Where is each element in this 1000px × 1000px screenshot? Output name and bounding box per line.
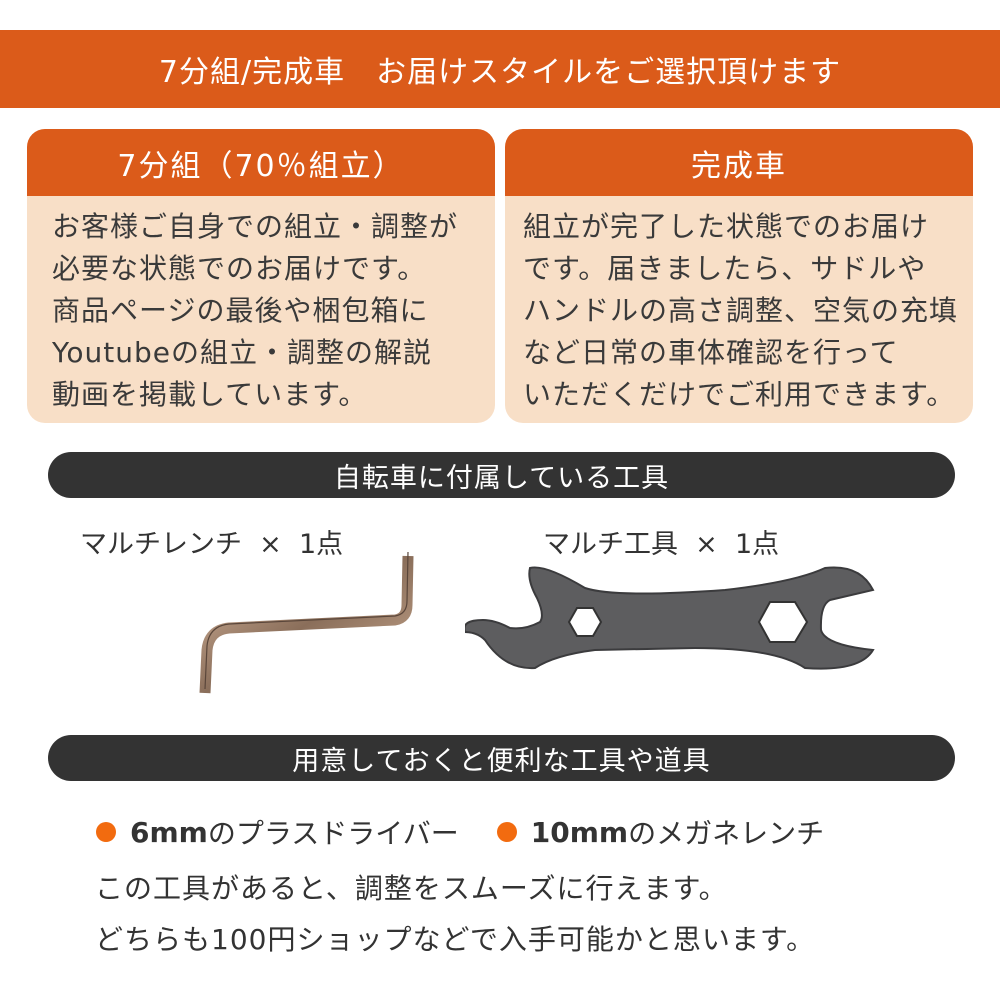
delivery-style-banner: 7分組/完成車 お届けスタイルをご選択頂けます: [0, 30, 1000, 108]
tool-size: 6mm: [130, 815, 208, 849]
card-description: 組立が完了した状態でのお届け です。届きましたら、サドルや ハンドルの高さ調整、…: [523, 210, 959, 411]
tool-size: 10mm: [530, 815, 629, 849]
card-complete-bike: 完成車 組立が完了した状態でのお届け です。届きましたら、サドルや ハンドルの高…: [505, 129, 973, 423]
recommended-tools-list: 6mm のプラスドライバー 10mm のメガネレンチ: [96, 812, 862, 852]
multi-tool-wrench-icon: [465, 566, 875, 670]
card-title: 7分組（70％組立）: [27, 129, 495, 196]
card-70-percent-assembled: 7分組（70％組立） お客様ご自身での組立・調整が 必要な状態でのお届けです。 …: [27, 129, 495, 423]
list-item: 10mm のメガネレンチ: [496, 812, 825, 852]
bullet-dot-icon: [496, 822, 517, 842]
note-line: この工具があると、調整をスムーズに行えます。: [95, 872, 728, 905]
bullet-dot-icon: [96, 822, 116, 842]
hex-wrench-icon: [199, 551, 414, 694]
tool-label-multi-tool: マルチ工具 × 1点: [543, 529, 780, 560]
card-description: お客様ご自身での組立・調整が 必要な状態でのお届けです。 商品ページの最後や梱包…: [52, 210, 459, 411]
note-line: どちらも100円ショップなどで入手可能かと思います。: [95, 923, 816, 956]
tool-name: のメガネレンチ: [628, 817, 825, 850]
recommended-tools-heading: 用意しておくと便利な工具や道具: [48, 735, 955, 781]
tool-label-multi-wrench: マルチレンチ × 1点: [80, 529, 344, 560]
list-item: 6mm のプラスドライバー: [96, 812, 459, 852]
tool-name: のプラスドライバー: [207, 817, 459, 850]
included-tools-heading: 自転車に付属している工具: [48, 452, 955, 498]
card-title: 完成車: [505, 129, 973, 196]
